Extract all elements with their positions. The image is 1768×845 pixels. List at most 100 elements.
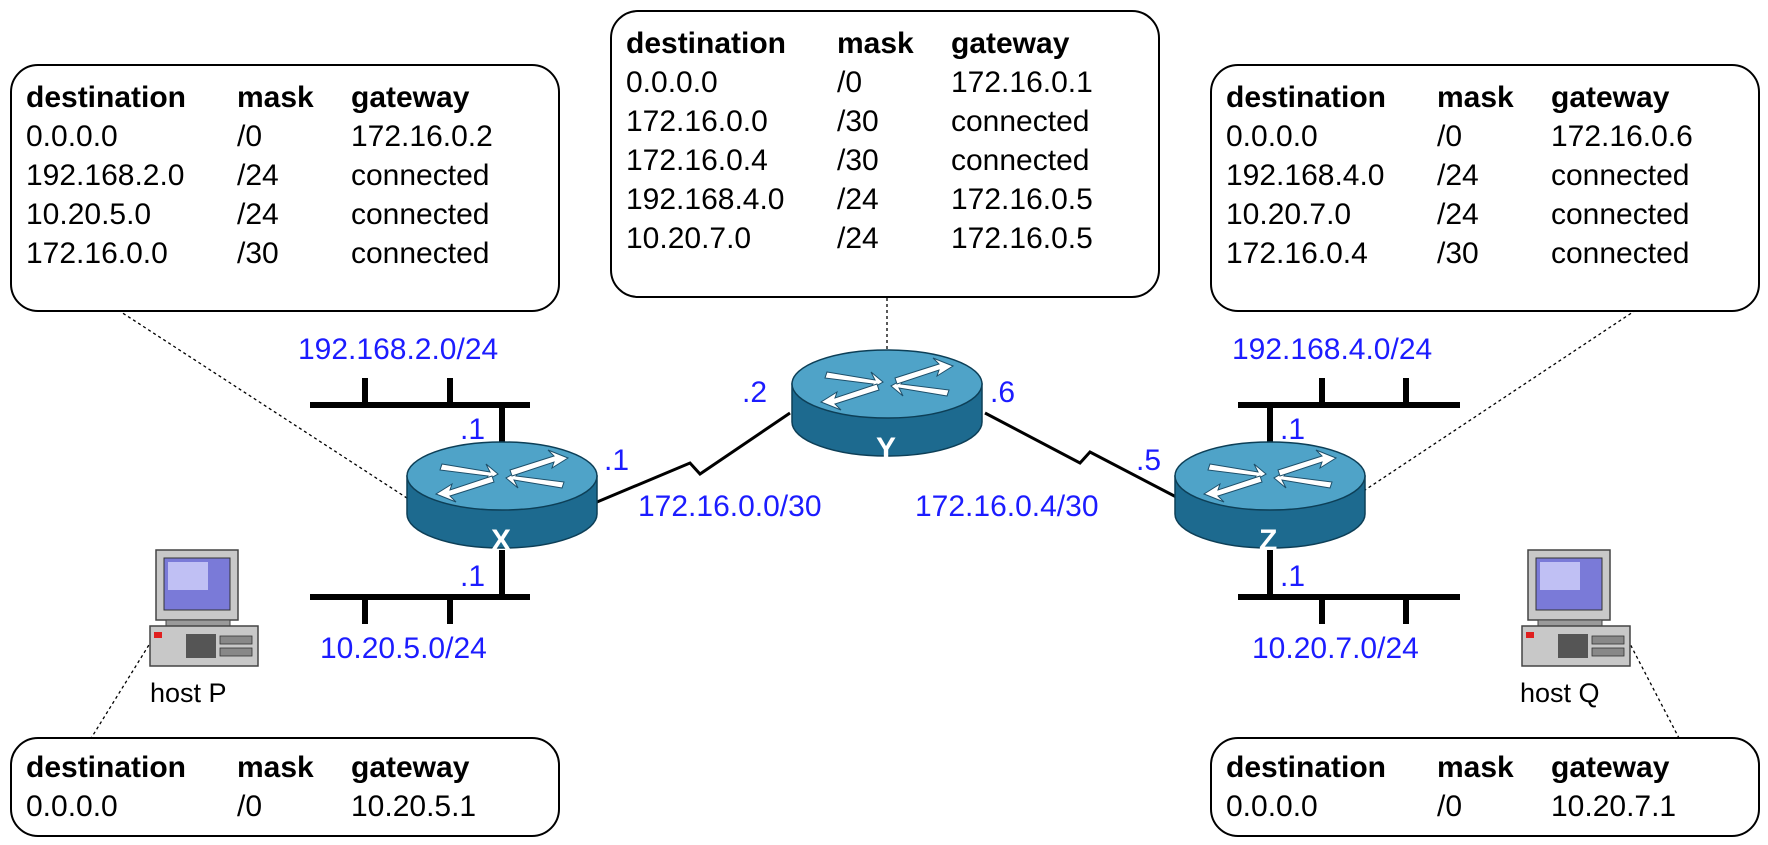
network-label-wan-xy: 172.16.0.0/30 <box>638 490 822 523</box>
routing-table-x: destination mask gateway 0.0.0.0 /0 172.… <box>10 64 560 312</box>
cell-mask: /0 <box>1437 120 1463 153</box>
table-header-row: destination mask gateway <box>26 78 493 117</box>
cell-destination: 10.20.7.0 <box>1226 198 1352 231</box>
header-gateway: gateway <box>1551 81 1670 114</box>
table-header-row: destination mask gateway <box>626 24 1093 63</box>
cell-gateway: connected <box>1551 198 1690 231</box>
interface-label-z-wan: .5 <box>1136 444 1162 477</box>
cell-gateway: 172.16.0.1 <box>951 66 1093 99</box>
cell-destination: 192.168.4.0 <box>1226 159 1385 192</box>
cell-destination: 0.0.0.0 <box>26 120 118 153</box>
interface-label-x-wan: .1 <box>604 444 630 477</box>
cell-gateway: connected <box>1551 237 1690 270</box>
routing-table-y: destination mask gateway 0.0.0.0 /0 172.… <box>610 10 1160 298</box>
cell-gateway: 172.16.0.5 <box>951 183 1093 216</box>
network-label-wan-yz: 172.16.0.4/30 <box>915 490 1099 523</box>
leader-line-p <box>89 639 153 741</box>
cell-destination: 0.0.0.0 <box>1226 120 1318 153</box>
table-row: 172.16.0.0 /30 connected <box>26 234 493 273</box>
table-row: 0.0.0.0 /0 172.16.0.2 <box>26 117 493 156</box>
interface-label-x-top: .1 <box>460 413 486 446</box>
cell-mask: /30 <box>837 105 879 138</box>
host-q-label: host Q <box>1520 678 1600 708</box>
cell-mask: /24 <box>837 222 879 255</box>
cell-destination: 10.20.7.0 <box>626 222 752 255</box>
cell-mask: /24 <box>837 183 879 216</box>
leader-lines <box>89 298 1681 741</box>
wan-link-yz <box>984 411 1183 502</box>
cell-gateway: 10.20.5.1 <box>351 790 477 823</box>
cell-destination: 172.16.0.4 <box>626 144 768 177</box>
cell-mask: /30 <box>237 237 279 270</box>
cell-gateway: 172.16.0.2 <box>351 120 493 153</box>
cell-destination: 192.168.4.0 <box>626 183 785 216</box>
cell-gateway: connected <box>351 198 490 231</box>
header-mask: mask <box>1437 751 1514 784</box>
interface-label-z-top: .1 <box>1280 413 1306 446</box>
leader-line-q <box>1627 639 1681 741</box>
table-row: 172.16.0.4 /30 connected <box>1226 234 1693 273</box>
cell-mask: /24 <box>237 159 279 192</box>
cell-mask: /30 <box>837 144 879 177</box>
header-destination: destination <box>626 27 787 60</box>
table-row: 192.168.4.0 /24 connected <box>1226 156 1693 195</box>
wan-links <box>596 411 1183 504</box>
cell-gateway: 172.16.0.5 <box>951 222 1093 255</box>
cell-mask: /0 <box>237 790 263 823</box>
cell-destination: 192.168.2.0 <box>26 159 185 192</box>
cell-mask: /0 <box>237 120 263 153</box>
cell-destination: 172.16.0.0 <box>26 237 168 270</box>
interface-label-y-left: .2 <box>742 376 768 409</box>
desktop-computer-icon <box>149 549 259 667</box>
network-label-lan-z-bottom: 10.20.7.0/24 <box>1252 632 1419 665</box>
header-gateway: gateway <box>951 27 1070 60</box>
cell-destination: 0.0.0.0 <box>26 790 118 823</box>
routing-table-p: destination mask gateway 0.0.0.0 /0 10.2… <box>10 737 560 837</box>
header-gateway: gateway <box>351 751 470 784</box>
network-label-lan-z-top: 192.168.4.0/24 <box>1232 333 1433 366</box>
cell-mask: /24 <box>237 198 279 231</box>
cell-gateway: connected <box>951 105 1090 138</box>
cell-destination: 10.20.5.0 <box>26 198 152 231</box>
header-mask: mask <box>1437 81 1514 114</box>
cell-mask: /30 <box>1437 237 1479 270</box>
table-header-row: destination mask gateway <box>1226 748 1676 787</box>
routing-table-z: destination mask gateway 0.0.0.0 /0 172.… <box>1210 64 1760 312</box>
header-mask: mask <box>837 27 914 60</box>
router-y-label: Y <box>876 432 897 465</box>
interface-label-z-bottom: .1 <box>1280 560 1306 593</box>
host-p-label: host P <box>150 678 227 708</box>
network-label-lan-x-top: 192.168.2.0/24 <box>298 333 499 366</box>
leader-line-x <box>117 309 411 501</box>
cell-gateway: 172.16.0.6 <box>1551 120 1693 153</box>
cell-destination: 0.0.0.0 <box>1226 790 1318 823</box>
cell-destination: 172.16.0.0 <box>626 105 768 138</box>
lan-segments <box>310 378 1460 624</box>
routing-table-q: destination mask gateway 0.0.0.0 /0 10.2… <box>1210 737 1760 837</box>
cell-mask: /24 <box>1437 159 1479 192</box>
header-mask: mask <box>237 751 314 784</box>
cell-destination: 0.0.0.0 <box>626 66 718 99</box>
cell-gateway: connected <box>351 159 490 192</box>
table-row: 172.16.0.4 /30 connected <box>626 141 1093 180</box>
table-row: 0.0.0.0 /0 172.16.0.6 <box>1226 117 1693 156</box>
header-destination: destination <box>26 81 187 114</box>
table-header-row: destination mask gateway <box>26 748 476 787</box>
table-row: 0.0.0.0 /0 10.20.7.1 <box>1226 787 1676 826</box>
router-z-label: Z <box>1259 524 1278 557</box>
table-row: 10.20.7.0 /24 172.16.0.5 <box>626 219 1093 258</box>
network-label-lan-x-bottom: 10.20.5.0/24 <box>320 632 487 665</box>
cell-destination: 172.16.0.4 <box>1226 237 1368 270</box>
header-destination: destination <box>26 751 187 784</box>
cell-gateway: connected <box>951 144 1090 177</box>
interface-label-x-bottom: .1 <box>460 560 486 593</box>
table-row: 192.168.4.0 /24 172.16.0.5 <box>626 180 1093 219</box>
table-row: 172.16.0.0 /30 connected <box>626 102 1093 141</box>
table-row: 192.168.2.0 /24 connected <box>26 156 493 195</box>
cell-mask: /0 <box>1437 790 1463 823</box>
wan-link-xy <box>596 411 791 504</box>
header-gateway: gateway <box>1551 751 1670 784</box>
table-row: 10.20.5.0 /24 connected <box>26 195 493 234</box>
cell-mask: /24 <box>1437 198 1479 231</box>
